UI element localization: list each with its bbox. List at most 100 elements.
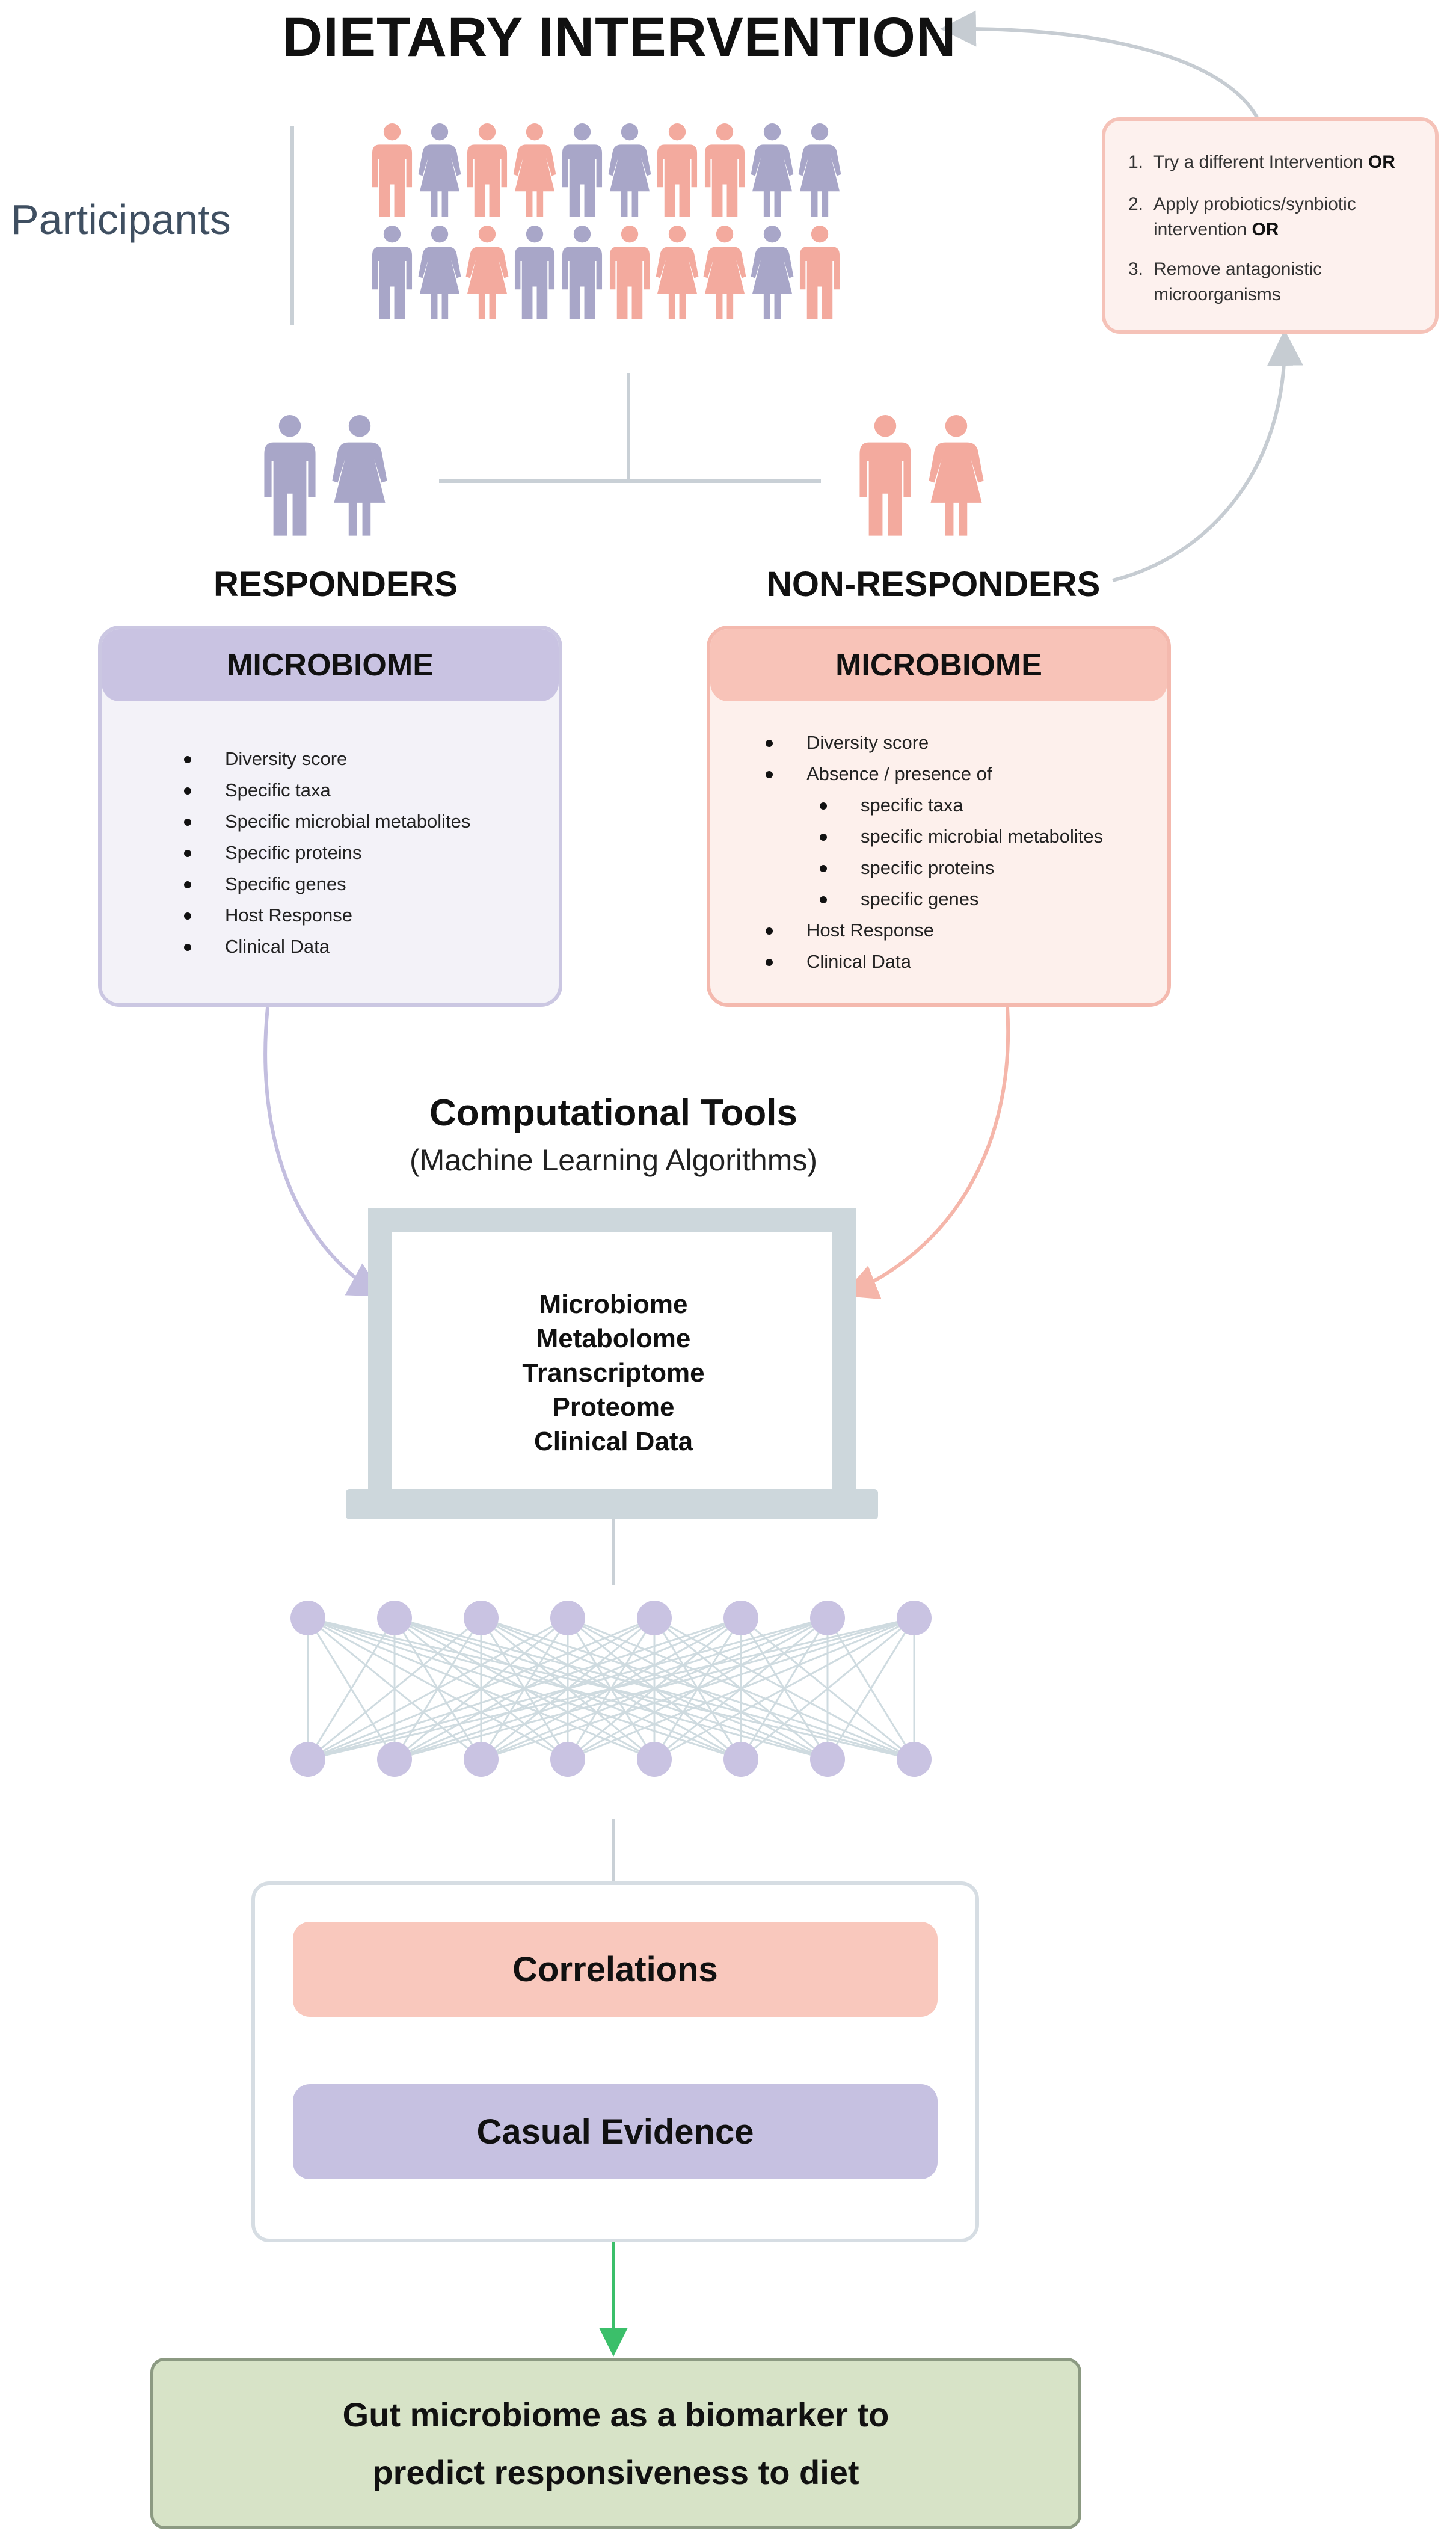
network-node — [550, 1601, 585, 1635]
female-person-icon — [929, 415, 984, 536]
male-person-icon — [609, 226, 650, 319]
male-person-icon — [704, 123, 745, 217]
network-edge — [307, 1617, 396, 1760]
female-person-icon — [513, 123, 556, 217]
feature-item: Clinical Data — [183, 931, 470, 962]
option-emphasis: OR — [1368, 152, 1395, 172]
male-person-icon — [264, 415, 316, 536]
network-node — [550, 1742, 585, 1777]
male-person-icon — [372, 123, 413, 217]
responders-to-tools-arrow — [263, 1007, 386, 1297]
male-person-icon — [467, 123, 508, 217]
conclusion-box: Gut microbiome as a biomarker to predict… — [150, 2358, 1081, 2529]
option-text: microorganisms — [1153, 284, 1281, 304]
network-node — [897, 1601, 932, 1635]
computational-tools-title: Computational Tools — [429, 1092, 797, 1134]
network-edge — [307, 1617, 828, 1761]
alternative-options-box: 1. Try a different Intervention OR 2. Ap… — [1102, 117, 1439, 334]
option-emphasis: OR — [1252, 220, 1279, 239]
network-edge — [307, 1617, 742, 1761]
female-person-icon — [418, 123, 461, 217]
female-person-icon — [332, 415, 387, 536]
conclusion-line-2: predict responsiveness to diet — [372, 2453, 859, 2491]
feature-item: Host Response — [183, 900, 470, 931]
option-number: 2. — [1128, 194, 1144, 214]
feature-item: Specific genes — [183, 869, 470, 900]
sub-feature-item: specific proteins — [819, 852, 1103, 884]
nonresponder-to-options-arrow — [1112, 330, 1303, 582]
screen-item: Metabolome — [536, 1324, 691, 1353]
non-responders-label: NON-RESPONDERS — [767, 565, 1101, 604]
option-text: Try a different Intervention — [1153, 152, 1363, 172]
feature-item: Specific microbial metabolites — [183, 806, 470, 837]
female-person-icon — [751, 226, 794, 319]
screen-item: Transcriptome — [522, 1358, 705, 1388]
male-person-icon — [657, 123, 698, 217]
network-node — [464, 1601, 499, 1635]
network-node — [897, 1742, 932, 1777]
network-node — [723, 1601, 758, 1635]
options-to-intervention-arrow — [940, 10, 1259, 118]
feature-item: Specific taxa — [183, 775, 470, 806]
male-person-icon — [799, 226, 840, 319]
computational-tools-subtitle: (Machine Learning Algorithms) — [409, 1143, 818, 1177]
network-node — [810, 1601, 845, 1635]
female-person-icon — [465, 226, 509, 319]
female-person-icon — [418, 226, 461, 319]
network-edge — [394, 1617, 915, 1761]
nonresponders-to-tools-arrow — [841, 1007, 1010, 1299]
network-edge — [307, 1617, 568, 1761]
option-number: 1. — [1128, 152, 1144, 172]
option-text: Apply probiotics/synbiotic — [1153, 194, 1356, 214]
female-person-icon — [798, 123, 841, 217]
participant-figures — [264, 123, 984, 536]
screen-item: Microbiome — [539, 1290, 688, 1319]
option-item-2: 2. Apply probiotics/synbiotic interventi… — [1128, 192, 1356, 242]
female-person-icon — [656, 226, 699, 319]
laptop-base — [346, 1489, 878, 1519]
network-edge — [307, 1617, 915, 1761]
male-person-icon — [562, 226, 603, 319]
network-edge — [740, 1617, 915, 1761]
network-node — [377, 1601, 412, 1635]
feature-item: Diversity score — [765, 727, 1103, 758]
non-responders-microbiome-title: MICROBIOME — [710, 629, 1167, 701]
feature-item: Specific proteins — [183, 837, 470, 869]
network-node — [464, 1742, 499, 1777]
feature-item: Host Response — [765, 915, 1103, 946]
option-text: Remove antagonistic — [1153, 259, 1322, 279]
main-title: DIETARY INTERVENTION — [282, 7, 957, 68]
option-item-3: 3. Remove antagonistic microorganisms — [1128, 257, 1322, 307]
option-item-1: 1. Try a different Intervention OR — [1128, 152, 1395, 173]
option-number: 3. — [1128, 259, 1144, 279]
causal-evidence-box: Casual Evidence — [293, 2084, 938, 2179]
female-person-icon — [703, 226, 746, 319]
laptop-screen-content: Microbiome Metabolome Transcriptome Prot… — [409, 1287, 818, 1459]
male-person-icon — [562, 123, 603, 217]
network-node — [637, 1742, 672, 1777]
correlations-box: Correlations — [293, 1922, 938, 2017]
screen-item: Clinical Data — [533, 1427, 693, 1456]
responders-microbiome-title: MICROBIOME — [102, 629, 559, 701]
responders-label: RESPONDERS — [213, 565, 458, 604]
male-person-icon — [859, 415, 911, 536]
network-edge — [567, 1617, 915, 1761]
network-node — [637, 1601, 672, 1635]
network-node — [810, 1742, 845, 1777]
male-person-icon — [372, 226, 413, 319]
network-node — [723, 1742, 758, 1777]
feature-item: Absence / presence of — [765, 758, 1103, 790]
female-person-icon — [751, 123, 794, 217]
feature-item: Clinical Data — [765, 946, 1103, 977]
network-edge — [481, 1617, 915, 1761]
conclusion-line-1: Gut microbiome as a biomarker to — [342, 2395, 889, 2434]
network-edge — [826, 1617, 915, 1760]
sub-feature-item: specific microbial metabolites — [819, 821, 1103, 852]
network-node — [290, 1742, 325, 1777]
sub-feature-item: specific taxa — [819, 790, 1103, 821]
